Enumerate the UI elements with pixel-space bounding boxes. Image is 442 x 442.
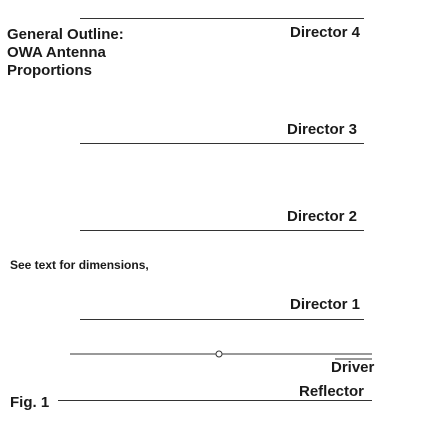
feed-point-icon <box>215 350 223 358</box>
director-3-line <box>80 143 364 144</box>
director-2-line <box>80 230 364 231</box>
title-line-3: Proportions <box>7 62 92 79</box>
diagram-title: General Outline: OWA Antenna Proportions <box>7 26 177 80</box>
title-line-2: OWA Antenna <box>7 44 106 61</box>
title-line-1: General Outline: <box>7 26 124 43</box>
director-1-line <box>80 319 364 320</box>
driver-label: Driver <box>331 359 375 376</box>
director-4-line <box>80 18 364 19</box>
reflector-line <box>58 400 372 401</box>
director-4-label: Director 4 <box>290 24 361 41</box>
figure-label: Fig. 1 <box>10 394 50 411</box>
reflector-label: Reflector <box>299 383 365 400</box>
director-1-label: Director 1 <box>290 296 361 313</box>
director-2-label: Director 2 <box>287 208 358 225</box>
director-3-label: Director 3 <box>287 121 358 138</box>
dimensions-note: See text for dimensions, <box>10 258 149 272</box>
